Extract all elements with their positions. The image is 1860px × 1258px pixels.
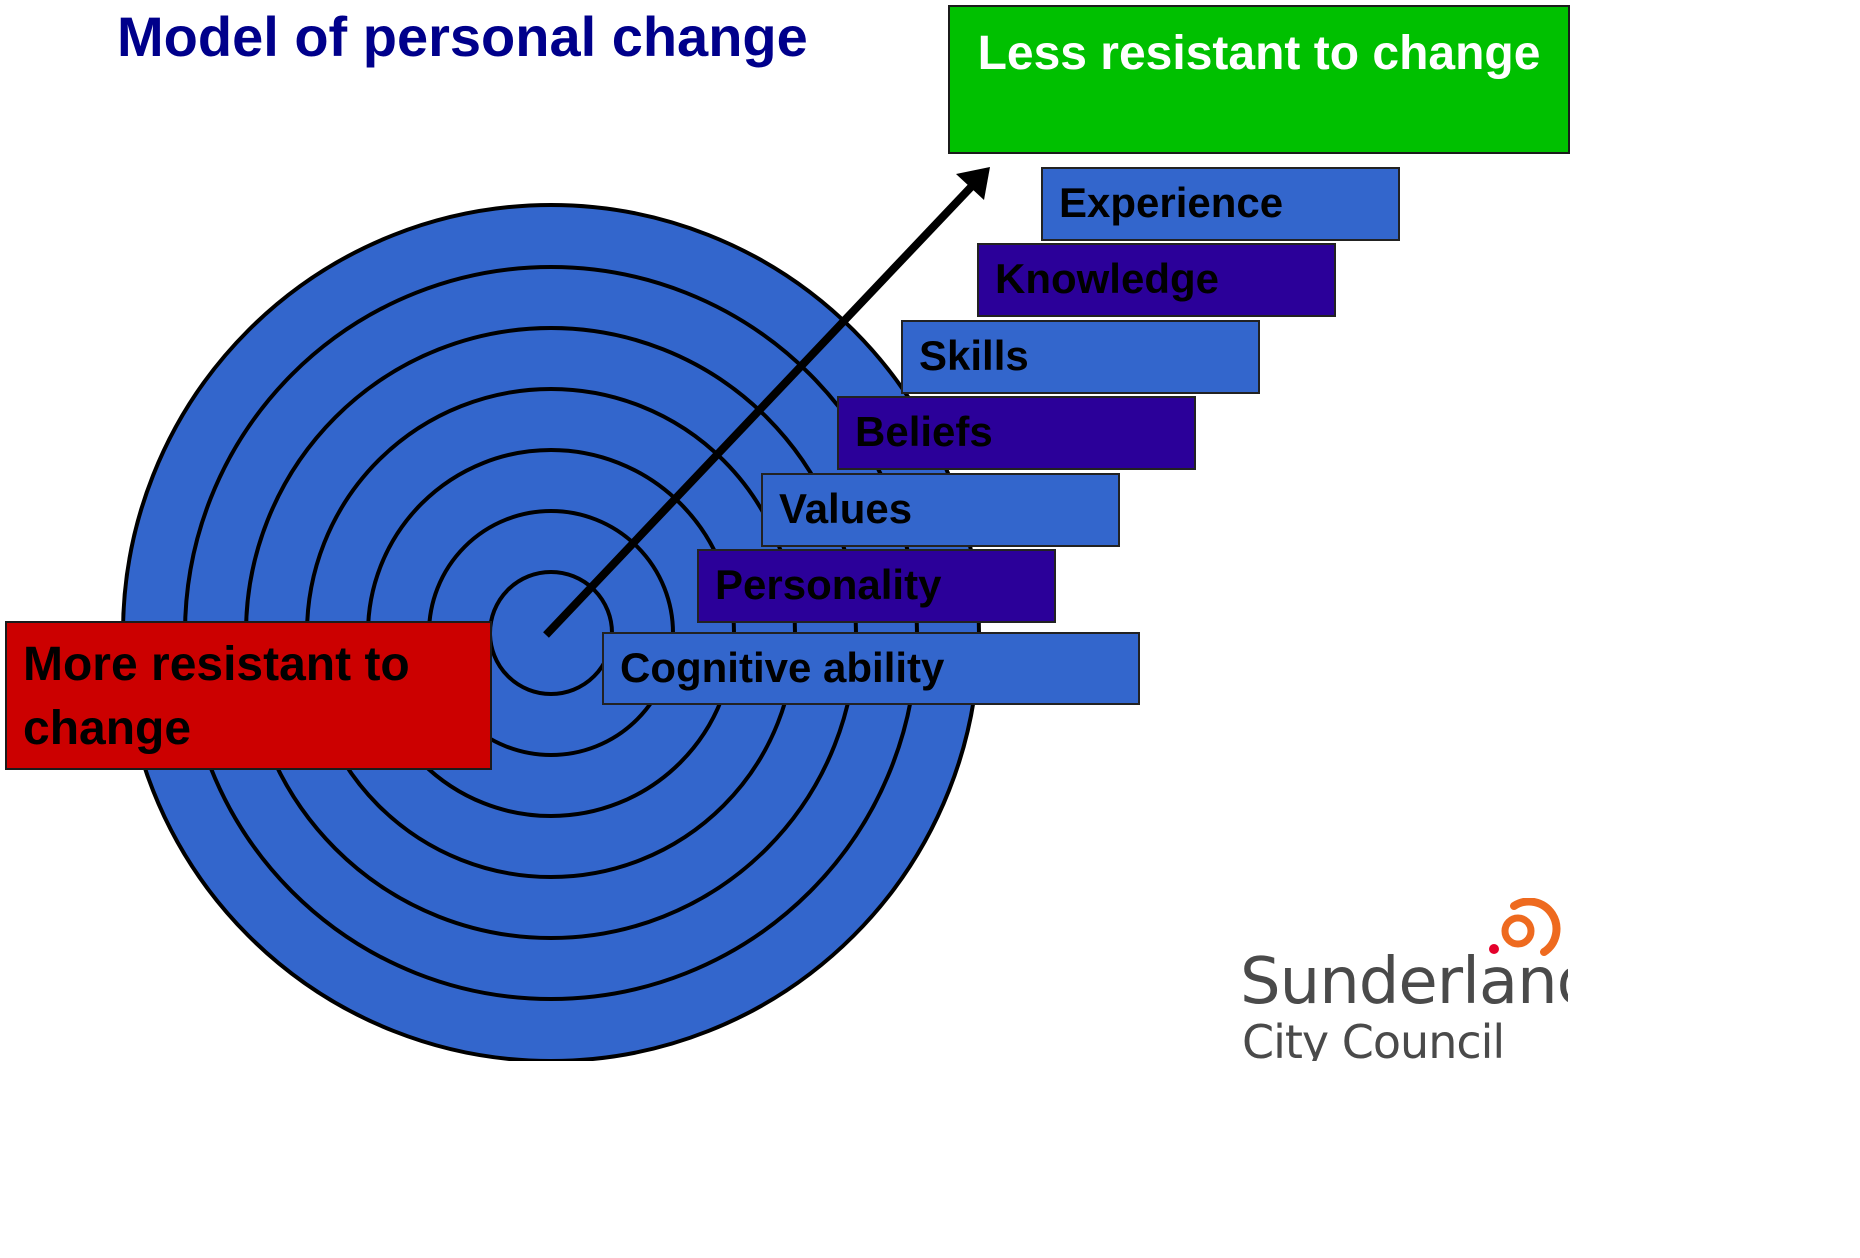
logo-inner-ring xyxy=(1501,914,1535,948)
more-resistant-box: More resistant to change xyxy=(5,621,492,770)
layer-experience: Experience xyxy=(1041,167,1400,241)
logo-outer-swirl xyxy=(1510,898,1561,956)
layer-values: Values xyxy=(761,473,1120,547)
change-arrow xyxy=(543,167,990,638)
logo-dot xyxy=(1489,944,1499,954)
layer-cognitive-ability: Cognitive ability xyxy=(602,632,1140,705)
arrow-shaft xyxy=(543,183,975,638)
logo-subtitle: City Council xyxy=(1242,1015,1505,1061)
less-resistant-box: Less resistant to change xyxy=(948,5,1570,154)
layer-skills: Skills xyxy=(901,320,1260,394)
logo-swirl-icon xyxy=(1489,898,1561,956)
logo-wordmark: Sunderland xyxy=(1240,945,1568,1019)
sunderland-city-council-logo: Sunderland City Council xyxy=(1236,898,1568,1061)
layer-personality: Personality xyxy=(697,549,1056,623)
layer-knowledge: Knowledge xyxy=(977,243,1336,317)
page-title: Model of personal change xyxy=(117,5,808,68)
arrow-head xyxy=(956,167,990,200)
layer-beliefs: Beliefs xyxy=(837,396,1196,470)
